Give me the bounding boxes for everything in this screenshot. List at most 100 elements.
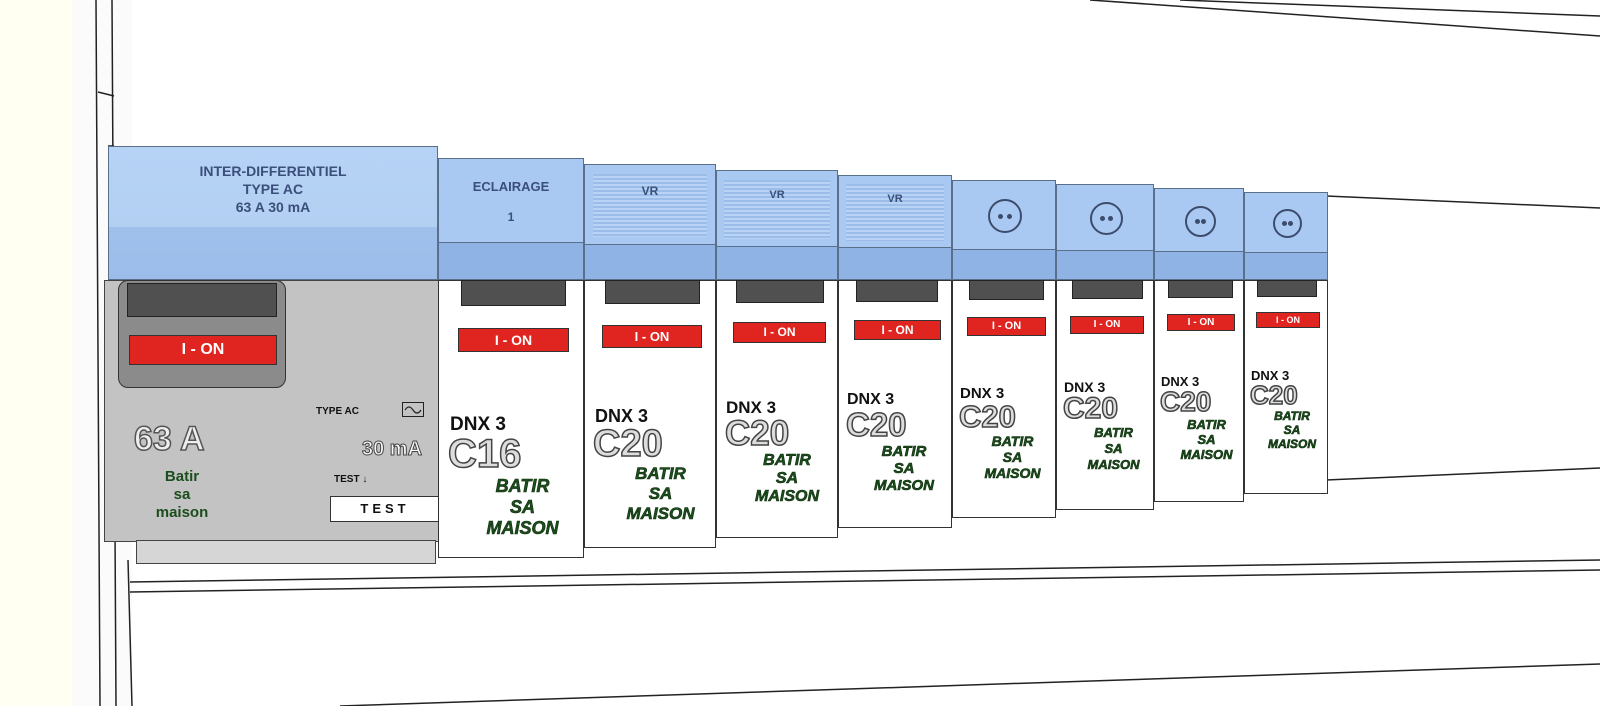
breaker-lever[interactable]: [605, 280, 700, 304]
breaker-rating: C20: [1062, 391, 1119, 426]
differential-base: [136, 540, 436, 564]
differential-rating: 63 A: [133, 419, 205, 459]
breaker-on-indicator: I - ON: [1256, 312, 1320, 328]
breaker-top-cover: VR: [838, 175, 952, 280]
breaker-cover-strip: [1057, 249, 1153, 279]
breaker-model: DNX 3: [1251, 368, 1290, 383]
breaker-model: DNX 3: [450, 414, 506, 435]
breaker-model: DNX 3: [726, 398, 777, 417]
differential-lever-cap[interactable]: [127, 283, 277, 317]
breaker-top-cover: [952, 180, 1056, 280]
test-button[interactable]: TEST: [330, 496, 440, 522]
breaker-brand-line: MAISON: [1180, 447, 1233, 463]
breaker-brand-line: MAISON: [984, 465, 1041, 482]
breaker-top-label: VR: [641, 184, 659, 198]
breaker-top-sublabel: 1: [507, 210, 515, 224]
breaker-brand-line: MAISON: [486, 518, 559, 539]
breaker-lever[interactable]: [736, 280, 824, 303]
breaker-rating: C20: [958, 398, 1016, 435]
differential-brand-line: maison: [155, 504, 209, 521]
breaker-top-cover: [1154, 188, 1244, 280]
breaker-body: [438, 280, 584, 558]
breaker-top-cover: [1244, 192, 1328, 280]
breaker-brand-line: SA: [775, 470, 799, 488]
breaker-brand-line: BATIR: [1094, 425, 1133, 441]
breaker-model: DNX 3: [847, 391, 895, 408]
socket-icon: [1090, 202, 1123, 235]
differential-top-label-2: TYPE AC: [242, 181, 304, 197]
differential-brand-line: sa: [173, 486, 191, 503]
breaker-brand-line: BATIR: [495, 476, 550, 497]
breaker-rating: C20: [1159, 385, 1212, 418]
breaker-rating: C16: [447, 431, 522, 477]
breaker-top-label: ECLAIRAGE: [472, 179, 550, 194]
breaker-brand-line: BATIR: [881, 443, 927, 461]
differential-test-label: TEST ↓: [334, 474, 367, 485]
breaker-on-indicator: I - ON: [458, 328, 569, 352]
breaker-cover-strip: [953, 248, 1055, 279]
breaker-top-cover: [1056, 184, 1154, 280]
breaker-brand-line: SA: [1002, 449, 1023, 466]
breaker-on-indicator: I - ON: [733, 322, 826, 343]
breaker-brand-line: SA: [1104, 441, 1123, 457]
breaker-lever[interactable]: [969, 280, 1044, 300]
differential-top-label-3: 63 A 30 mA: [235, 199, 311, 215]
differential-on-indicator: I - ON: [129, 335, 277, 365]
breaker-top-label: VR: [769, 189, 785, 201]
breaker-top-cover: ECLAIRAGE 1: [438, 158, 584, 280]
breaker-brand-line: SA: [1283, 423, 1301, 438]
breaker-brand-line: MAISON: [1268, 437, 1317, 452]
socket-icon: [1273, 209, 1302, 238]
differential-type-label: TYPE AC: [316, 406, 359, 417]
breaker-lever[interactable]: [1257, 280, 1317, 297]
breaker-grille: [724, 179, 830, 240]
breaker-brand-line: SA: [648, 484, 673, 504]
ac-wave-icon: [402, 402, 424, 417]
breaker-on-indicator: I - ON: [854, 320, 941, 340]
breaker-rating: C20: [845, 405, 907, 444]
breaker-brand-line: BATIR: [991, 433, 1034, 450]
test-label-text: TEST: [334, 474, 360, 485]
breaker-rating: C20: [1249, 379, 1298, 411]
differential-sensitivity: 30 mA: [361, 438, 423, 461]
breaker-grille: [592, 174, 708, 237]
breaker-grille: [845, 184, 945, 241]
breaker-lever[interactable]: [1072, 280, 1143, 299]
differential-brand: Batir sa maison: [136, 468, 228, 522]
breaker-brand-line: BATIR: [635, 464, 686, 484]
breaker-cover-strip: [839, 247, 951, 279]
differential-brand-line: Batir: [164, 468, 200, 485]
breaker-brand-line: BATIR: [1274, 409, 1310, 424]
breaker-cover-strip: [1155, 251, 1243, 279]
breaker-model: DNX 3: [1161, 374, 1200, 389]
breaker-rating: C20: [592, 422, 663, 466]
differential-top-label-1: INTER-DIFFERENTIEL: [199, 163, 347, 179]
breaker-brand-line: SA: [893, 460, 915, 478]
breaker-brand-line: MAISON: [755, 488, 820, 506]
breaker-lever[interactable]: [461, 280, 566, 306]
breaker-cover-strip: [585, 243, 715, 279]
breaker-cover-strip: [717, 245, 837, 279]
breaker-lever[interactable]: [856, 280, 938, 302]
breaker-cover-strip: [1245, 252, 1327, 279]
differential-lever[interactable]: I - ON: [118, 280, 286, 388]
breaker-top-label: VR: [887, 193, 903, 205]
breaker-cover-strip: [439, 242, 583, 279]
breaker-lever[interactable]: [1168, 280, 1233, 298]
breaker-brand-line: SA: [509, 497, 536, 518]
